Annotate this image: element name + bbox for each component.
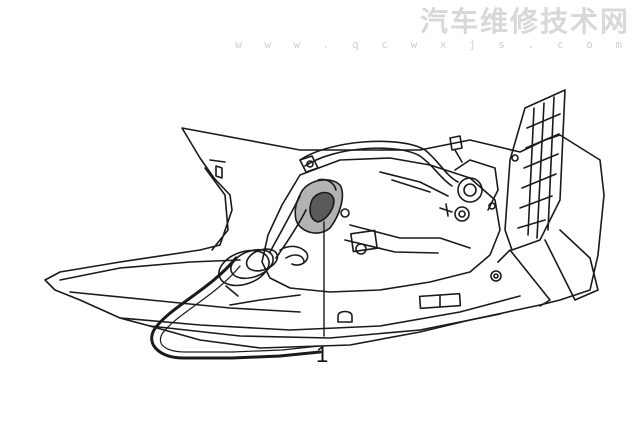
callout-1-number: 1 [316, 342, 328, 367]
bulb-socket [294, 178, 344, 234]
lens-grid [497, 89, 599, 307]
side-bulb-sockets [299, 135, 519, 222]
lamp-inner-body [261, 157, 502, 323]
callout-1: 1 [316, 221, 328, 367]
harness-grommet [218, 248, 279, 297]
wiring-harness [150, 140, 459, 360]
